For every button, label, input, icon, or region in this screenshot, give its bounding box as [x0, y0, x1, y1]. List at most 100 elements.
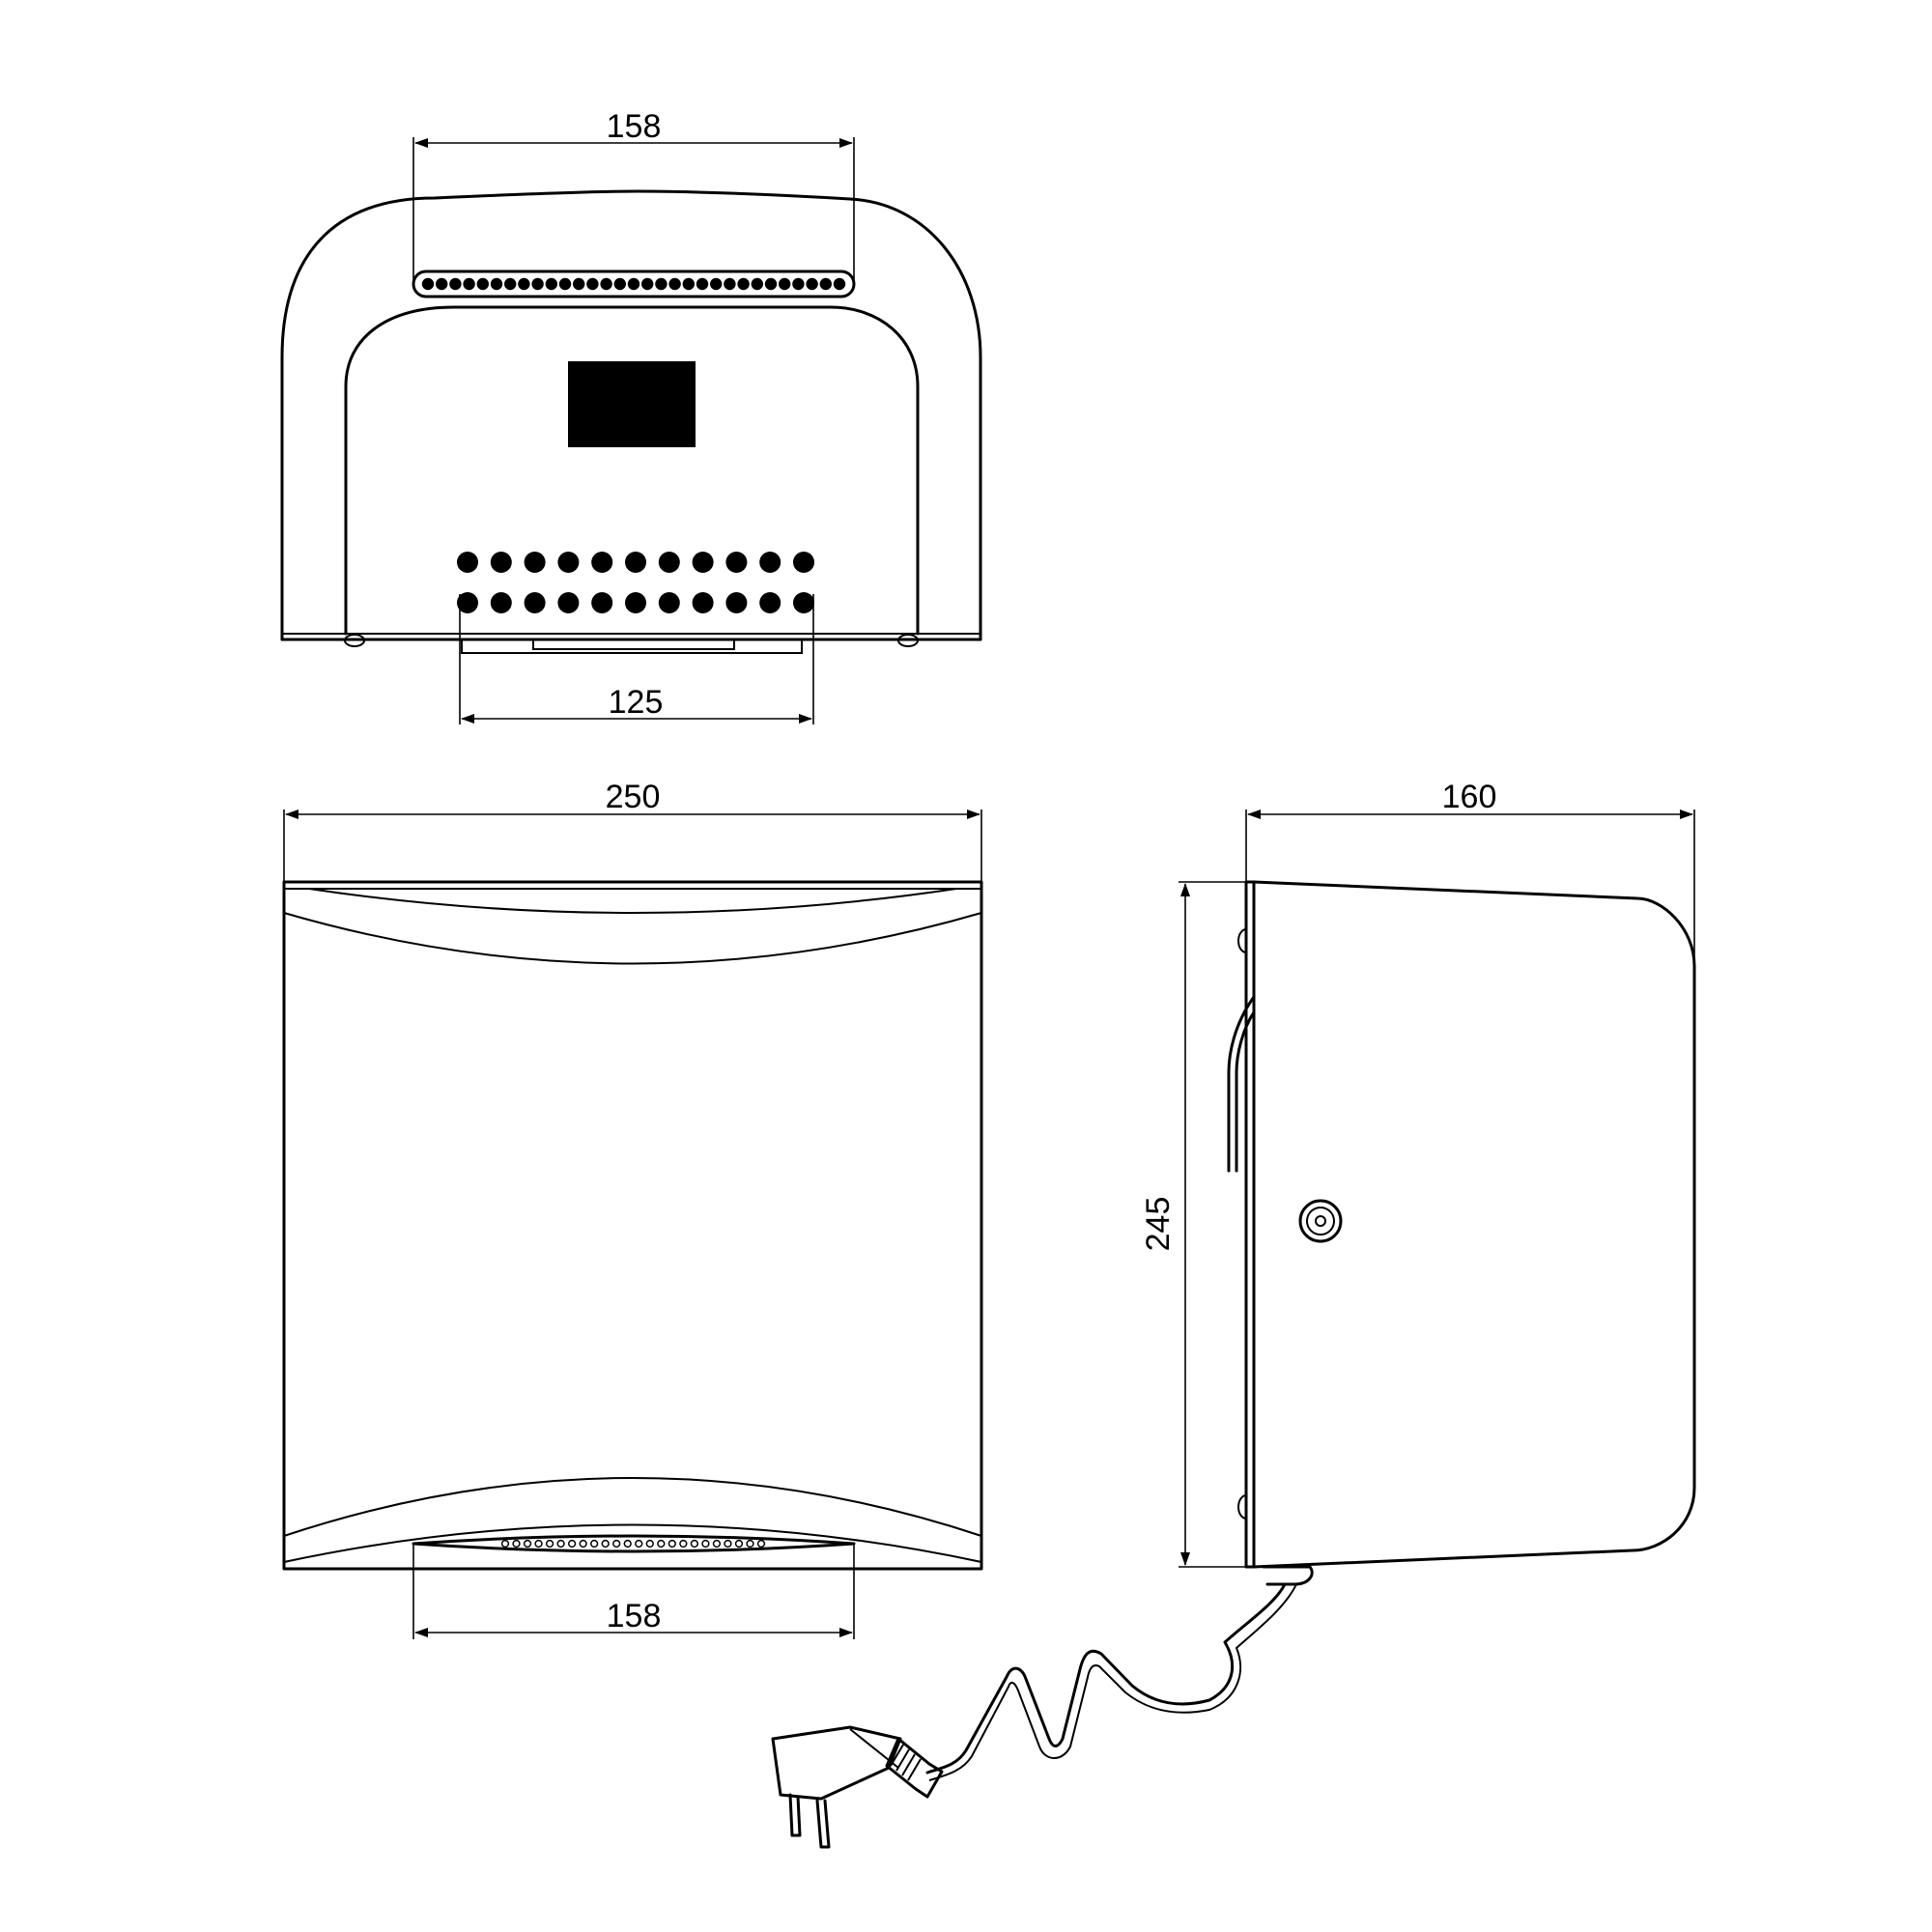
- outlet-hole: [737, 277, 750, 291]
- outlet-hole: [545, 1539, 554, 1548]
- dimension-label-bottom-opening: 125: [609, 684, 664, 721]
- power-plug-pin-left: [788, 1793, 802, 1837]
- vent-hole: [692, 552, 714, 573]
- outlet-hole: [449, 277, 462, 291]
- outlet-hole: [764, 277, 778, 291]
- vent-hole: [557, 592, 580, 613]
- top-view-outlet-slot: [412, 270, 856, 298]
- dimension-top-outlet: 158: [412, 108, 855, 280]
- dimension-side-height: 245: [1140, 881, 1246, 1568]
- outlet-hole: [421, 277, 435, 291]
- side-view-power-button-inner: [1315, 1215, 1326, 1227]
- vent-hole: [457, 592, 478, 613]
- vent-hole: [725, 552, 748, 573]
- outlet-hole: [655, 277, 668, 291]
- front-view-lower-curve-2: [283, 1523, 982, 1563]
- vent-hole: [524, 552, 546, 573]
- dimension-label-side-height: 245: [1140, 1197, 1177, 1252]
- front-view-outlet-holes: [500, 1539, 766, 1548]
- outlet-hole: [504, 277, 517, 291]
- outlet-hole: [463, 277, 475, 291]
- side-view-cable-gland: [1262, 1565, 1314, 1586]
- vent-hole: [793, 552, 814, 573]
- side-view: [771, 880, 1696, 1849]
- outlet-hole: [601, 1539, 610, 1548]
- vent-hole: [725, 592, 748, 613]
- side-view-hanger: [1227, 995, 1256, 1173]
- top-view-inner-shell: [344, 305, 920, 636]
- outlet-hole: [756, 1539, 766, 1548]
- vent-hole: [557, 552, 580, 573]
- outlet-hole: [476, 277, 489, 291]
- outlet-hole: [690, 1539, 699, 1548]
- top-view-vent-holes: [457, 552, 814, 613]
- dimension-front-width: 250: [283, 779, 982, 882]
- outlet-hole: [734, 1539, 744, 1548]
- outlet-hole: [779, 277, 791, 291]
- vent-hole: [658, 592, 680, 613]
- outlet-hole: [746, 1539, 754, 1548]
- front-view-upper-curve-1: [308, 888, 957, 914]
- outlet-hole: [668, 277, 681, 291]
- outlet-hole: [534, 1539, 543, 1548]
- outlet-hole: [819, 277, 832, 291]
- front-view-outlet-slot: [412, 1534, 856, 1553]
- top-view-outlet-holes: [421, 277, 846, 291]
- side-view-power-button-mid: [1306, 1207, 1335, 1236]
- outlet-hole: [579, 1539, 587, 1548]
- power-cable-inner: [928, 1583, 1297, 1781]
- front-view-body: [282, 880, 983, 1571]
- dimension-side-depth: 160: [1245, 779, 1695, 966]
- outlet-hole: [806, 277, 818, 291]
- top-view-right-foot: [897, 634, 919, 647]
- outlet-hole: [645, 1539, 654, 1548]
- top-view-outer-shell: [280, 189, 982, 641]
- outlet-hole: [792, 277, 805, 291]
- outlet-hole: [724, 277, 736, 291]
- power-plug-strain-relief: [885, 1737, 944, 1799]
- side-view-body: [1252, 880, 1696, 1569]
- front-view-upper-curve-2: [283, 912, 982, 965]
- outlet-hole: [590, 1539, 599, 1548]
- top-view: [280, 189, 982, 654]
- top-view-drip-tray: [461, 639, 803, 654]
- vent-hole: [490, 552, 512, 573]
- outlet-hole: [512, 1539, 521, 1548]
- outlet-hole: [701, 1539, 710, 1548]
- outlet-hole: [586, 277, 599, 291]
- vent-hole: [658, 552, 680, 573]
- outlet-hole: [751, 277, 763, 291]
- vent-hole: [759, 592, 781, 613]
- outlet-hole: [627, 277, 640, 291]
- outlet-hole: [556, 1539, 565, 1548]
- vent-hole: [793, 592, 814, 613]
- front-view: [282, 880, 983, 1571]
- power-plug-body: [771, 1725, 902, 1801]
- dimension-front-outlet: 158: [412, 1544, 855, 1639]
- side-view-mount-tab-bottom: [1237, 1494, 1247, 1520]
- outlet-hole: [641, 277, 654, 291]
- outlet-hole: [436, 277, 448, 291]
- power-plug: [771, 1725, 944, 1849]
- outlet-hole: [567, 1539, 577, 1548]
- side-view-power-button-outer: [1298, 1199, 1343, 1243]
- outlet-hole: [696, 277, 709, 291]
- outlet-hole: [500, 1539, 510, 1548]
- dimension-label-front-width: 250: [606, 779, 661, 815]
- vent-hole: [591, 592, 613, 613]
- power-plug-pin-right: [815, 1799, 831, 1849]
- vent-hole: [457, 552, 478, 573]
- outlet-hole: [612, 1539, 621, 1548]
- power-cable: [925, 1582, 1287, 1775]
- outlet-hole: [712, 1539, 722, 1548]
- outlet-hole: [668, 1539, 676, 1548]
- vent-hole: [625, 592, 646, 613]
- outlet-hole: [523, 1539, 532, 1548]
- outlet-hole: [833, 277, 846, 291]
- outlet-hole: [657, 1539, 666, 1548]
- top-view-left-foot: [344, 634, 365, 647]
- outlet-hole: [613, 277, 626, 291]
- outlet-hole: [679, 1539, 688, 1548]
- dimension-label-side-depth: 160: [1442, 779, 1497, 815]
- side-view-wall-plate: [1244, 880, 1256, 1569]
